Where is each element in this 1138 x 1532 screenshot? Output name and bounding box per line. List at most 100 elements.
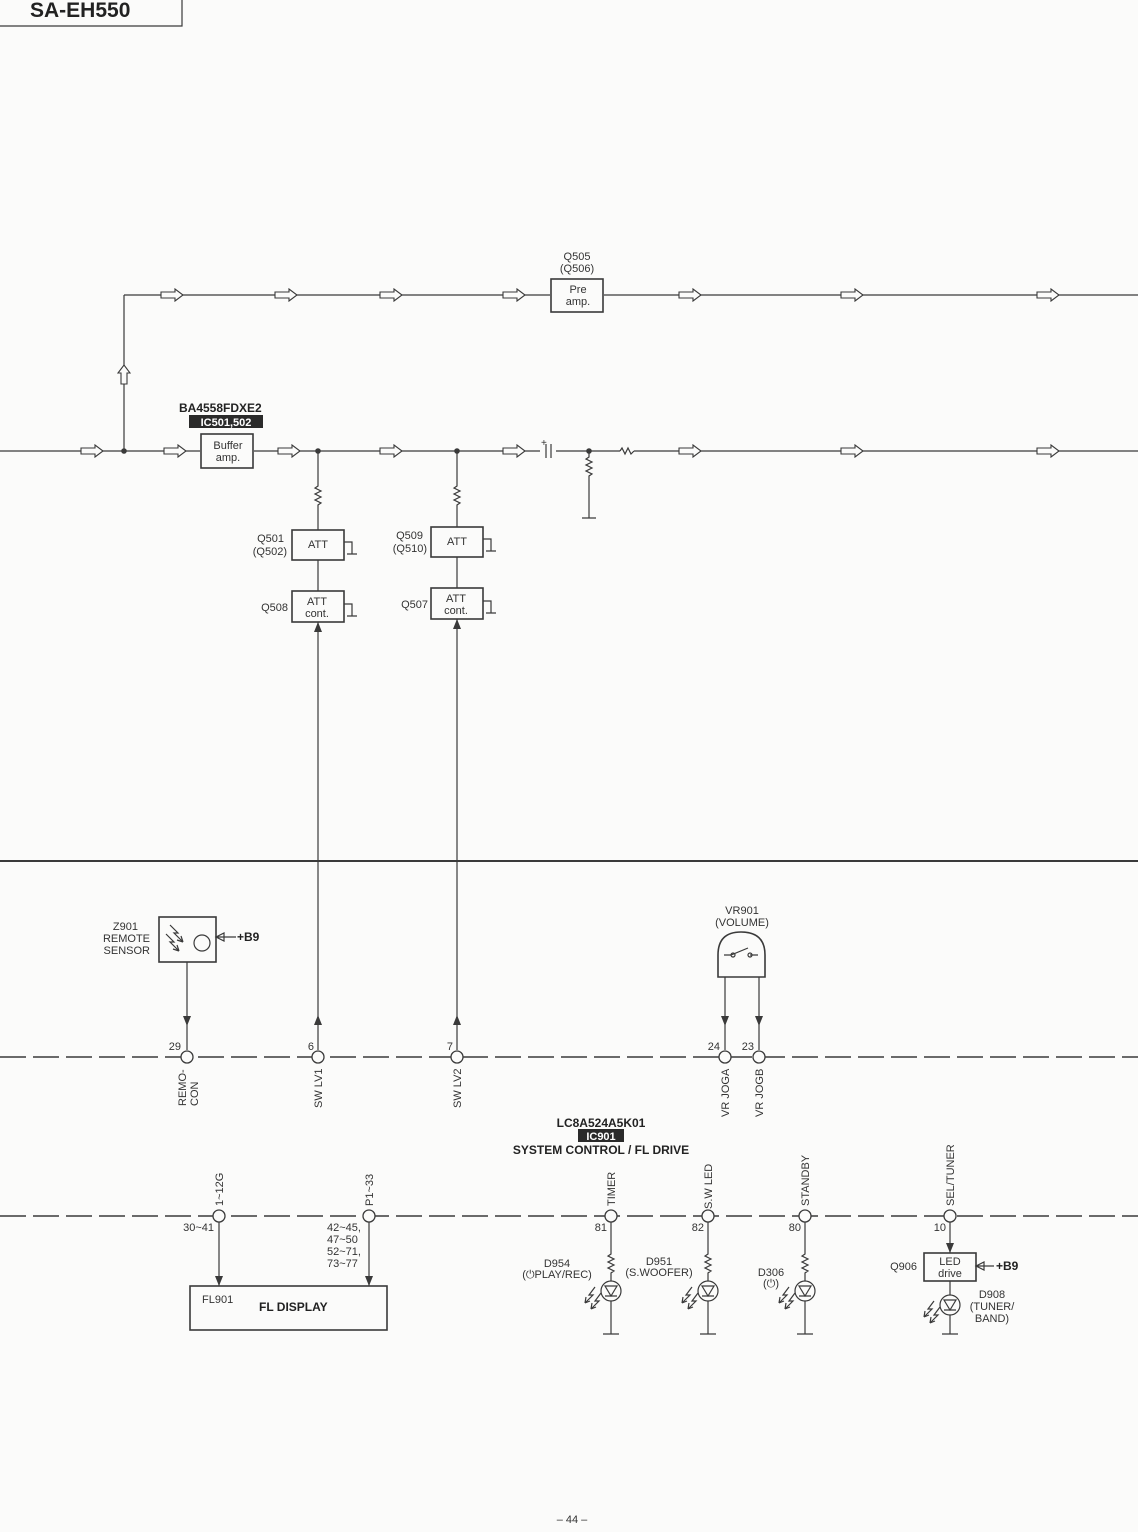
pin-signal: CON — [189, 1082, 201, 1107]
led-drive-label-1: LED — [939, 1256, 960, 1268]
flow-arrow — [274, 288, 298, 302]
pin-signal: SW LV2 — [452, 1068, 464, 1108]
capacitor-polarity: + — [541, 438, 547, 449]
pin-number: 23 — [742, 1041, 754, 1053]
att-cont1-label-2: cont. — [305, 608, 329, 620]
light-emit-icon — [584, 1286, 602, 1310]
led-drive-supply: +B9 — [996, 1259, 1019, 1273]
sensor-lens-icon — [193, 934, 211, 952]
att2-ground — [482, 538, 497, 552]
model-title: SA-EH550 — [30, 0, 130, 22]
att-cont1-block — [291, 590, 345, 623]
pin-10 — [943, 1209, 957, 1223]
pin-signal: SW LV1 — [313, 1068, 325, 1108]
shunt-ground — [582, 481, 596, 519]
pin-23 — [752, 1050, 766, 1064]
att-cont1-label-1: ATT — [307, 596, 327, 608]
att1-resistor — [314, 479, 322, 511]
led-ref: D306 — [758, 1267, 784, 1279]
pin-signal: P1~33 — [364, 1174, 376, 1206]
remote-sensor-label-1: REMOTE — [103, 933, 150, 945]
ir-receive-icon — [169, 924, 184, 943]
pin-p1-33 — [362, 1209, 376, 1223]
remote-sensor-label-2: SENSOR — [104, 945, 151, 957]
fl-display-block — [189, 1285, 388, 1331]
remote-sensor-block — [158, 916, 217, 963]
pin-signal: REMO- — [177, 1069, 189, 1106]
pin-number: 73~77 — [327, 1258, 358, 1270]
flow-arrow — [379, 288, 403, 302]
buffer-amp-part: BA4558FDXE2 — [179, 401, 262, 415]
remote-supply-arrow — [214, 932, 236, 942]
att2-label: ATT — [447, 536, 467, 548]
pin-80 — [798, 1209, 812, 1223]
sw-lv2-arrowhead — [453, 1015, 461, 1025]
buffer-amp-ic: IC501,502 — [201, 417, 252, 429]
buffer-amp-block — [200, 433, 254, 469]
att2-block — [430, 526, 484, 558]
volume-ref-alt: (VOLUME) — [715, 917, 769, 929]
shunt-resistor — [585, 450, 593, 482]
led-icon — [939, 1294, 961, 1316]
buffer-amp-ic-badge — [189, 415, 263, 428]
sw-lv1-arrowhead — [314, 1015, 322, 1025]
pin-number: 10 — [934, 1222, 946, 1234]
pin-24 — [718, 1050, 732, 1064]
led-label: BAND) — [975, 1313, 1009, 1325]
pin-number: 30~41 — [183, 1222, 214, 1234]
att-cont2-ref: Q507 — [401, 599, 428, 611]
header-frame — [0, 0, 183, 27]
pre-amp-block — [550, 278, 604, 313]
pre-amp-ref: Q505 — [564, 251, 591, 263]
pin-signal: SEL/TUNER — [945, 1144, 957, 1206]
junction-dot — [121, 448, 127, 454]
att2-resistor — [453, 479, 461, 511]
att2-ref: Q509 — [396, 530, 423, 542]
att-cont2-label-2: cont. — [444, 605, 468, 617]
vr-jogb-arrowhead — [755, 1016, 763, 1026]
sw-lv1-arrowhead — [314, 622, 322, 632]
flow-arrow — [840, 444, 864, 458]
flow-arrow — [502, 444, 526, 458]
remote-signal-arrowhead — [183, 1016, 191, 1026]
flow-arrow — [502, 288, 526, 302]
att1-ref-alt: (Q502) — [253, 546, 287, 558]
led-resistor — [704, 1247, 712, 1279]
pre-amp-ref-alt: (Q506) — [560, 263, 594, 275]
led-drive-arrowhead — [946, 1243, 954, 1253]
pin-30-41 — [212, 1209, 226, 1223]
led-label: (⏻) — [763, 1278, 779, 1290]
sw-lv2-arrowhead — [453, 619, 461, 629]
att-cont1-ground — [343, 603, 358, 617]
up-flow-arrow — [117, 364, 131, 385]
capacitor-symbol — [545, 444, 552, 458]
led-label: (S.WOOFER) — [625, 1267, 692, 1279]
pin-signal: STANDBY — [800, 1154, 812, 1206]
pre-amp-label-1: Pre — [569, 284, 586, 296]
led-ref: D908 — [979, 1289, 1005, 1301]
led-ref: D954 — [544, 1258, 570, 1270]
fl-display-ref: FL901 — [202, 1294, 233, 1306]
att-cont2-ground — [482, 600, 497, 614]
pin-number: 42~45, — [327, 1222, 361, 1234]
ic901-ref: IC901 — [586, 1131, 615, 1143]
pin-signal: VR JOGA — [720, 1068, 732, 1117]
ic901-title: SYSTEM CONTROL / FL DRIVE — [513, 1143, 689, 1157]
flow-arrow — [80, 444, 104, 458]
flow-arrow — [160, 288, 184, 302]
led-drive-supply-arrow — [974, 1261, 994, 1271]
pin-29 — [180, 1050, 194, 1064]
pin-number: 7 — [447, 1041, 453, 1053]
fl-arrowhead — [215, 1276, 223, 1286]
flow-arrow — [840, 288, 864, 302]
att-cont1-ref: Q508 — [261, 602, 288, 614]
led-resistor — [801, 1247, 809, 1279]
volume-signal-lines — [724, 977, 760, 1050]
pin-number: 47~50 — [327, 1234, 358, 1246]
flow-arrow — [678, 288, 702, 302]
pin-6 — [311, 1050, 325, 1064]
led-drive-label-2: drive — [938, 1268, 962, 1280]
pin-number: 80 — [789, 1222, 801, 1234]
series-resistor — [619, 446, 635, 456]
